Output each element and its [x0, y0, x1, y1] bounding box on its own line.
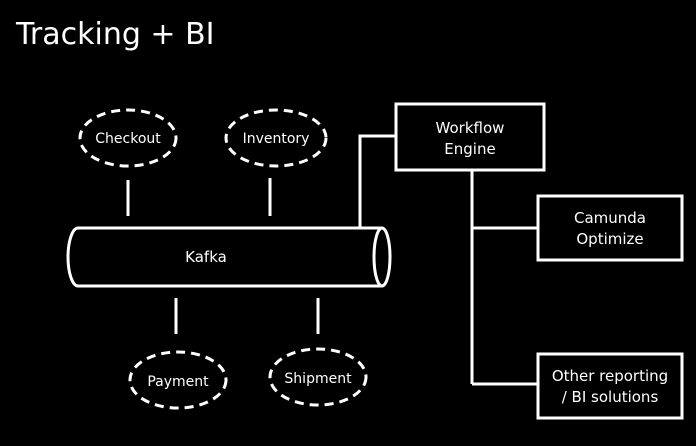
- service-payment-label: Payment: [147, 374, 209, 390]
- service-checkout-ellipse: [78, 108, 178, 168]
- kafka-label: Kafka: [185, 248, 227, 266]
- service-payment: Payment: [128, 350, 228, 410]
- workflow-engine-box: Workflow Engine: [394, 102, 546, 172]
- other-reporting-rect: [536, 352, 684, 420]
- service-shipment-label: Shipment: [284, 371, 352, 387]
- kafka-bus: Kafka: [66, 226, 392, 288]
- camunda-optimize-line1: Camunda: [574, 209, 646, 227]
- service-checkout: Checkout: [78, 108, 178, 168]
- service-inventory-ellipse: [224, 108, 328, 168]
- service-inventory: Inventory: [224, 108, 328, 168]
- other-reporting-line1: Other reporting: [552, 367, 668, 385]
- workflow-engine-rect: [394, 102, 546, 172]
- diagram-title: Tracking + BI: [15, 17, 215, 52]
- kafka-bus-left-end: [66, 226, 79, 288]
- service-checkout-label: Checkout: [95, 131, 161, 147]
- service-shipment: Shipment: [268, 347, 368, 407]
- camunda-optimize-box: Camunda Optimize: [536, 194, 684, 262]
- kafka-to-workflow-connector: [358, 134, 396, 228]
- workflow-engine-line1: Workflow: [436, 119, 505, 137]
- service-payment-ellipse: [128, 350, 228, 410]
- kafka-bus-body: [78, 226, 382, 288]
- service-shipment-ellipse: [268, 347, 368, 407]
- service-inventory-label: Inventory: [243, 131, 310, 147]
- other-reporting-box: Other reporting / BI solutions: [536, 352, 684, 420]
- camunda-optimize-rect: [536, 194, 684, 262]
- camunda-optimize-line2: Optimize: [576, 230, 643, 248]
- workflow-engine-line2: Engine: [444, 140, 495, 158]
- other-reporting-line2: / BI solutions: [562, 388, 659, 406]
- kafka-bus-right-end: [372, 226, 392, 288]
